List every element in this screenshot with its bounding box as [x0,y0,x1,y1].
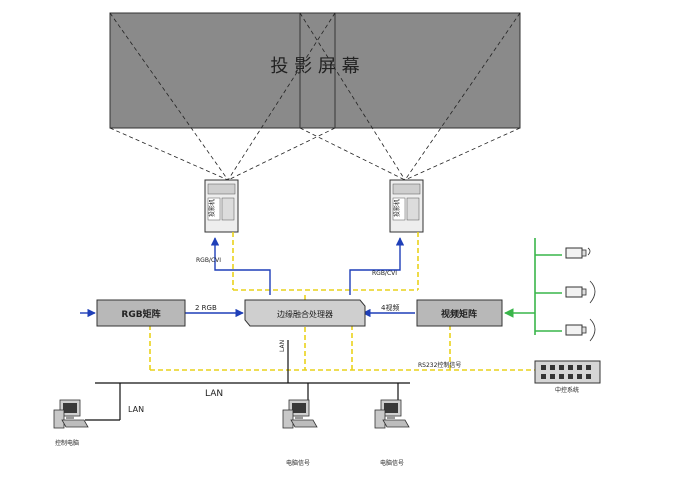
edge-blending-processor[interactable]: 边缘融合处理器 [244,299,366,327]
video-matrix[interactable]: 视频矩阵 [416,299,503,327]
camera-3[interactable] [565,318,596,342]
projector-left[interactable]: 投影机 [204,179,239,233]
projection-beams [109,12,521,181]
lan-pc-label: LAN [128,405,144,414]
four-video-label: 4视频 [381,303,399,312]
edge-processor-label: 边缘融合处理器 [277,309,333,319]
rs232-label: RS232控制信号 [418,361,461,369]
control-pc[interactable] [53,399,89,429]
lan-vertical-label: LAN [279,340,286,352]
video-bus [504,238,562,335]
pc-a[interactable] [282,399,318,429]
two-rgb-label: 2 RGB [195,304,217,312]
central-control-system[interactable]: 中控系统 [534,360,601,394]
projector-left-label: 投影机 [208,199,216,217]
rgb-cvi-right-label: RGB/CVI [372,270,397,277]
central-control-label: 中控系统 [555,386,579,394]
control-pc-label: 控制电脑 [55,439,79,447]
rgb-cvi-left-label: RGB/CVI [196,257,221,264]
rgb-matrix-label: RGB矩阵 [121,308,160,320]
projector-right-label: 投影机 [393,199,401,217]
rgb-lines [80,237,415,318]
pc-a-label: 电脑信号 [286,459,310,467]
screen-label: 投 影 屏 幕 [270,56,359,77]
projector-right[interactable]: 投影机 [389,179,424,233]
rgb-matrix[interactable]: RGB矩阵 [96,299,186,327]
projection-screen: 投 影 屏 幕 [109,12,521,129]
camera-1[interactable] [565,247,591,259]
camera-2[interactable] [565,280,596,304]
video-matrix-label: 视频矩阵 [441,308,477,320]
pc-b[interactable] [374,399,410,429]
pc-b-label: 电脑信号 [380,459,404,467]
lan-bus-label: LAN [205,389,223,399]
